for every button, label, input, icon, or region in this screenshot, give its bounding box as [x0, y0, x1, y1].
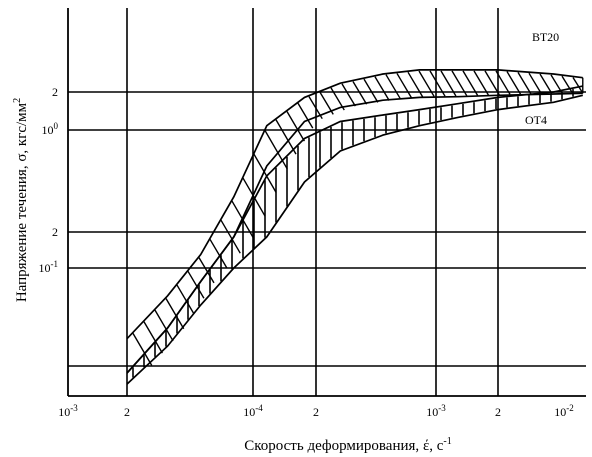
- hatch-line-0-14: [286, 111, 305, 142]
- hatch-line-0-11: [253, 153, 277, 193]
- hatch-line-0-6: [198, 257, 215, 284]
- hatch-line-0-12: [264, 130, 288, 170]
- hatch-line-0-34: [506, 71, 522, 95]
- hatch-line-0-13: [275, 119, 297, 155]
- grid-lines: [67, 8, 586, 397]
- x-tick-label-3: 2: [313, 405, 319, 419]
- hatch-line-0-7: [209, 238, 228, 269]
- x-axis-label: Скорость деформирования, έ, с-1: [244, 436, 452, 454]
- hatch-line-0-15: [297, 102, 314, 129]
- hatch-line-0-5: [187, 270, 205, 299]
- hatch-line-0-28: [440, 70, 457, 97]
- hatch-line-0-29: [451, 70, 468, 97]
- y-axis-label: Напряжение течения, σ, кгс/мм2: [12, 98, 30, 302]
- hatch-line-0-39: [561, 75, 573, 94]
- hatch-line-0-2: [154, 309, 174, 342]
- series-band-1: [126, 85, 583, 385]
- y-tick-label-3: 10-1: [39, 259, 59, 275]
- hatch-line-0-35: [517, 72, 532, 95]
- hatch-line-0-19: [341, 83, 356, 107]
- hatch-line-0-36: [528, 72, 542, 94]
- hatch-line-0-37: [539, 73, 553, 94]
- x-tick-label-0: 10-3: [58, 403, 78, 419]
- hatch-line-0-33: [495, 70, 511, 95]
- series-label-vt20: ВТ20: [532, 30, 559, 44]
- hatch-line-0-10: [242, 177, 266, 217]
- series-1-upper-line: [126, 85, 583, 374]
- hatch-line-0-40: [572, 77, 583, 93]
- hatch-line-0-0: [132, 332, 153, 366]
- series-0-upper-line: [126, 69, 583, 340]
- x-tick-label-2: 10-4: [243, 403, 263, 419]
- x-tick-label-4: 10-3: [426, 403, 446, 419]
- hatch-line-0-27: [429, 70, 446, 97]
- hatch-line-0-23: [385, 74, 402, 100]
- hatch-line-0-22: [374, 76, 390, 101]
- hatch-line-0-1: [143, 321, 163, 354]
- hatch-line-0-3: [165, 298, 185, 330]
- x-tick-label-1: 2: [124, 405, 130, 419]
- y-tick-label-1: 100: [42, 121, 59, 137]
- series-label-ot4: ОТ4: [525, 113, 547, 127]
- hatch-line-0-4: [176, 284, 195, 315]
- hatch-line-0-24: [396, 73, 413, 99]
- hatch-line-0-21: [363, 78, 379, 103]
- tick-labels: 10-3 2 10-4 2 10-3 2 10-2 2 100 2 10-1: [39, 85, 574, 419]
- y-tick-label-2: 2: [52, 225, 58, 239]
- y-tick-label-0: 2: [52, 85, 58, 99]
- hatch-line-0-32: [484, 70, 500, 96]
- series-0-lower-line: [126, 92, 583, 374]
- hatch-line-0-8: [220, 219, 241, 254]
- series-band-0: [126, 69, 583, 374]
- hatch-line-0-26: [418, 70, 435, 97]
- hatch-line-0-25: [407, 71, 424, 98]
- series-bands: [126, 69, 584, 385]
- hatch-line-0-30: [462, 70, 479, 96]
- hatch-line-0-31: [473, 70, 490, 96]
- x-tick-label-6: 10-2: [554, 403, 574, 419]
- hatch-line-0-20: [352, 81, 368, 105]
- x-tick-label-5: 2: [495, 405, 501, 419]
- series-1-lower-line: [126, 94, 583, 385]
